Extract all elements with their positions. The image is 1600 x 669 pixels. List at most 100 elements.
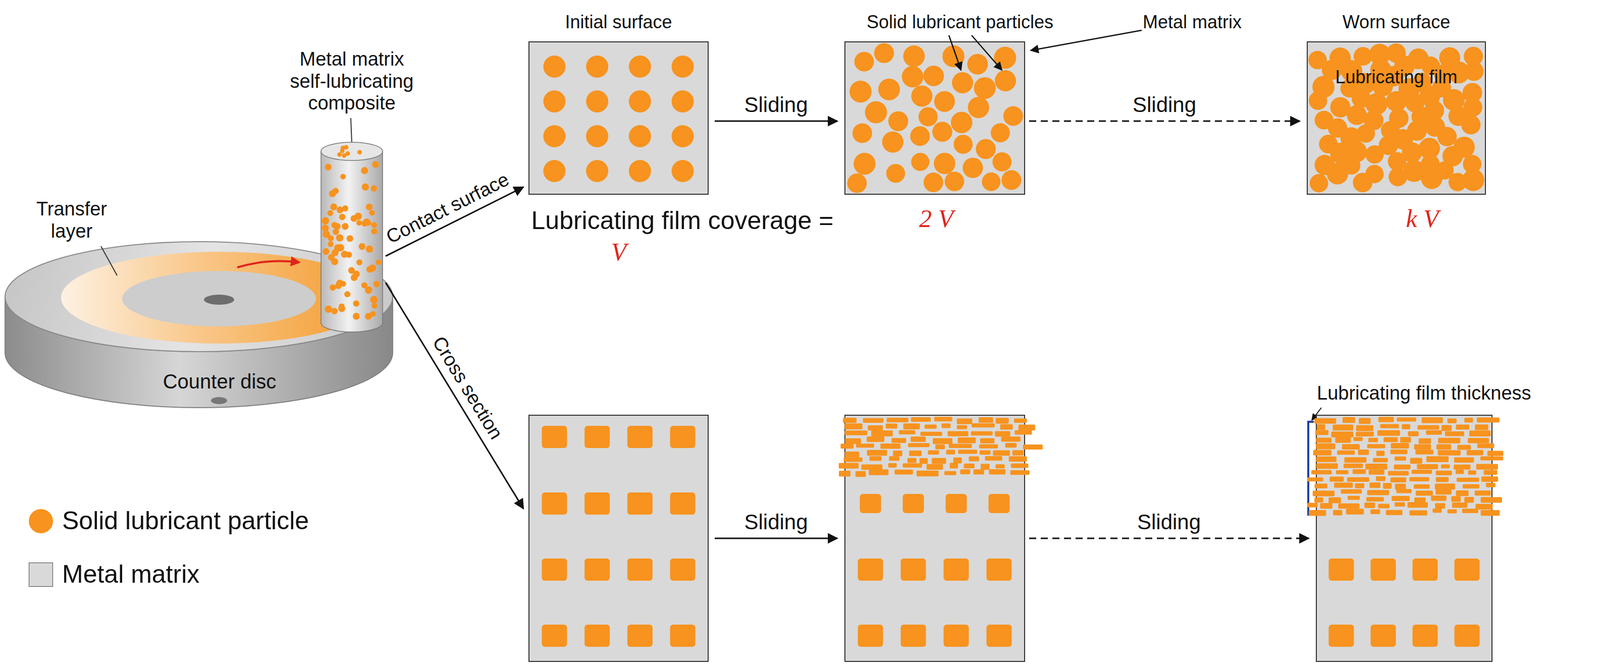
- lubricant-fragment: [1435, 470, 1453, 476]
- lubricant-particle: [345, 251, 352, 258]
- lubricant-particle: [1435, 161, 1454, 180]
- lubricant-particle: [962, 157, 983, 178]
- flow-arrow: [385, 282, 524, 509]
- lubricant-fragment: [946, 450, 956, 455]
- lubricant-fragment: [856, 443, 875, 448]
- lubricant-particle: [671, 90, 695, 113]
- lubricant-particle: [847, 173, 868, 194]
- lubricant-fragment: [1421, 417, 1444, 423]
- lubricant-particle: [350, 215, 358, 222]
- lubricant-particle: [1001, 170, 1022, 190]
- lubricant-particle: [918, 107, 938, 127]
- lubricant-fragment: [1430, 495, 1447, 502]
- lubricant-fragment: [916, 470, 939, 477]
- lubricant-particle: [1370, 558, 1396, 581]
- lubricant-fragment: [1417, 425, 1439, 431]
- lubricant-particle: [944, 171, 965, 192]
- lubricant-fragment: [994, 431, 1010, 437]
- lubricant-fragment: [947, 431, 969, 437]
- lubricant-fragment: [988, 469, 1006, 475]
- lubricant-fragment: [1477, 443, 1495, 449]
- lubricant-fragment: [1311, 470, 1332, 475]
- flow-arrow: [714, 120, 838, 123]
- lubricant-fragment: [1010, 470, 1030, 475]
- lubricant-fragment: [1018, 424, 1036, 432]
- lubricant-particle: [981, 172, 1001, 192]
- lubricant-particle: [321, 224, 329, 232]
- lubricant-particle: [860, 494, 882, 514]
- lubricant-fragment: [1388, 470, 1409, 476]
- lubricant-particle: [369, 310, 376, 317]
- lubricant-fragment: [903, 423, 921, 430]
- lubricant-fragment: [898, 430, 916, 435]
- lubricant-fragment: [1334, 483, 1353, 489]
- lubricant-particle: [865, 101, 888, 124]
- lubricant-particle: [1386, 43, 1406, 63]
- lubricant-fragment: [1395, 484, 1407, 491]
- lubricant-particle: [541, 425, 567, 449]
- lubricant-particle: [344, 291, 351, 298]
- lubricant-particle: [341, 223, 349, 231]
- lubricant-fragment: [1418, 438, 1432, 445]
- callout-label: Metal matrix: [1142, 11, 1242, 33]
- composite-pin: Metal matrix self-lubricating composite: [321, 142, 383, 333]
- lubricant-fragment: [1414, 497, 1426, 503]
- lubricant-particle: [324, 305, 333, 313]
- lubricant-fragment: [1425, 430, 1443, 436]
- lubricant-particle: [953, 134, 973, 154]
- cross-section-panel: Lubricating film thickness: [1315, 414, 1493, 663]
- lubricant-fragment: [920, 432, 942, 437]
- lubricant-particle: [670, 624, 696, 648]
- lubricant-fragment: [1468, 470, 1477, 475]
- lubricant-fragment: [888, 463, 897, 468]
- lubricant-fragment: [867, 425, 883, 431]
- leader-line: [350, 118, 352, 144]
- lubricant-particle: [1309, 174, 1328, 193]
- lubricant-fragment: [1447, 418, 1457, 423]
- lubricant-fragment: [1481, 476, 1499, 483]
- lubricant-fragment: [995, 464, 1005, 469]
- lubricant-particle: [943, 624, 969, 648]
- lubricant-particle: [945, 494, 967, 514]
- lubricant-particle: [849, 80, 872, 103]
- lubricant-fragment: [871, 430, 893, 437]
- arrow-label: Sliding: [1137, 510, 1201, 535]
- lubricant-fragment: [1014, 418, 1028, 423]
- lubricant-particle: [361, 220, 368, 228]
- lubricant-particle: [368, 209, 376, 217]
- lubricant-fragment: [941, 423, 951, 429]
- part-label: Counter disc: [163, 369, 277, 394]
- lubricant-particle: [627, 558, 653, 581]
- lubricant-particle: [340, 174, 346, 180]
- cylinder-body: [321, 151, 383, 333]
- lubricant-fragment: [964, 463, 975, 469]
- lubricant-fragment: [867, 450, 888, 456]
- lubricant-particle: [1407, 48, 1429, 70]
- lubricant-particle: [1378, 135, 1398, 155]
- lubricant-fragment: [1435, 489, 1452, 495]
- lubricant-particle: [986, 558, 1012, 581]
- lubricant-particle: [332, 228, 340, 236]
- lubricant-fragment: [1483, 469, 1498, 475]
- lubricant-particle: [968, 96, 990, 119]
- lubricant-fragment: [1383, 437, 1398, 443]
- lubricant-particle: [1314, 110, 1334, 130]
- lubricant-fragment: [1307, 477, 1324, 482]
- lubricant-particle: [346, 235, 354, 242]
- lubricant-particle: [911, 152, 930, 172]
- lubricant-fragment: [888, 456, 900, 461]
- lubricant-fragment: [1410, 457, 1423, 464]
- lubricant-fragment: [1485, 483, 1496, 488]
- lubricant-fragment: [1434, 484, 1456, 491]
- lubricant-fragment: [1469, 430, 1491, 437]
- lubricant-fragment: [1474, 424, 1488, 431]
- surface-panel: Worn surfaceLubricating film: [1306, 41, 1486, 195]
- lubricant-fragment: [1001, 436, 1021, 442]
- microstructure: [1307, 42, 1485, 194]
- lubricant-particle: [327, 209, 334, 217]
- lubricant-fragment: [1366, 497, 1384, 502]
- lubricant-fragment: [1376, 450, 1385, 456]
- lubricant-fragment: [1354, 483, 1365, 489]
- lubricant-fragment: [1413, 484, 1430, 490]
- lubricant-particle: [943, 558, 969, 581]
